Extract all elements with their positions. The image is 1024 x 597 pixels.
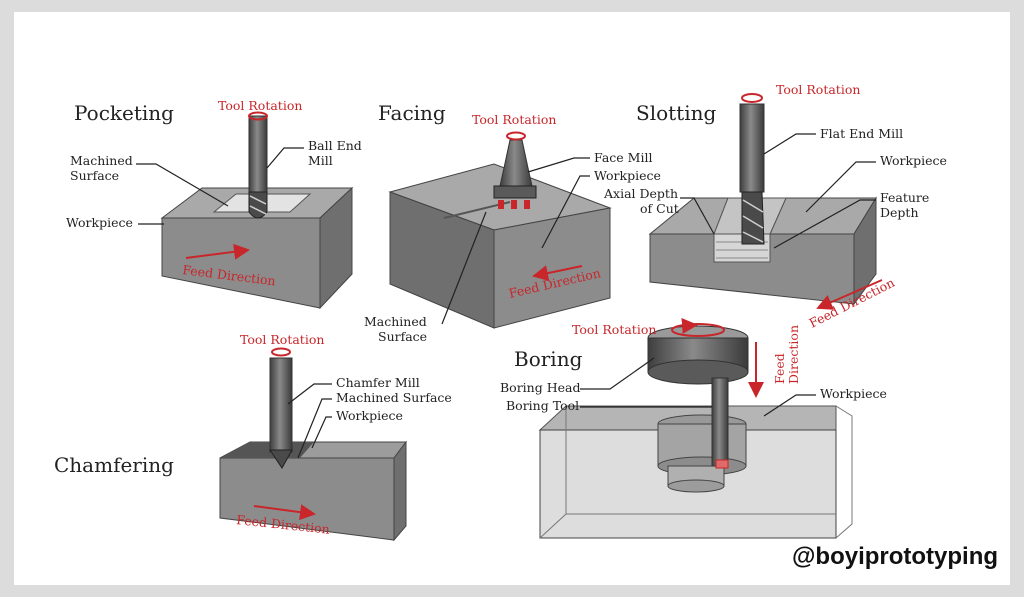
slotting-block-side <box>853 196 877 306</box>
face-mill-tool <box>499 139 533 187</box>
boring-tool-rotation-label: Tool Rotation <box>572 322 656 337</box>
axial-depth-label-1: Axial Depth <box>603 186 678 201</box>
ball-end-mill-label-2: Mill <box>308 153 333 168</box>
boring-tool-label: Boring Tool <box>506 398 579 413</box>
flat-end-mill-label: Flat End Mill <box>820 126 903 141</box>
facing-section: Facing Tool Rotation Face Mill Workpiece… <box>364 101 661 344</box>
pocketing-tool-rotation-label: Tool Rotation <box>218 98 302 113</box>
slotting-feed-arrow <box>816 279 883 310</box>
slotting-section: Slotting Tool Rotation Flat End Mill Wor… <box>603 82 947 331</box>
boring-feed-label-2: Direction <box>786 325 801 384</box>
facing-feed-arrow <box>532 265 583 281</box>
chamfering-block-side <box>393 440 407 542</box>
milling-operations-diagram: Pocketing Tool Rotation Ball End Mill Ma… <box>54 82 998 570</box>
chamfering-title: Chamfering <box>54 453 174 477</box>
boring-title: Boring <box>514 347 583 371</box>
facing-machined-surface-label-1: Machined <box>364 314 427 329</box>
slotting-rotation-icon <box>741 93 763 103</box>
slotting-title: Slotting <box>636 101 716 125</box>
watermark-text: @boyiprototyping <box>792 543 998 570</box>
boring-feed-label-1: Feed <box>772 353 787 384</box>
pocketing-title: Pocketing <box>74 101 174 125</box>
slotting-workpiece-label: Workpiece <box>880 153 947 168</box>
boring-section: Boring Tool Rotation Feed Direction Bori… <box>500 318 887 539</box>
pocketing-rotation-icon <box>248 111 268 121</box>
ball-end-mill-flutes <box>248 191 268 219</box>
machined-surface-label-1: Machined <box>70 153 133 168</box>
axial-depth-label-2: of Cut <box>640 201 679 216</box>
feature-depth-label-1: Feature <box>880 190 929 205</box>
facing-block-front <box>493 207 611 329</box>
facing-workpiece-label: Workpiece <box>594 168 661 183</box>
facing-title: Facing <box>378 101 446 125</box>
chamfering-machined-surface-label: Machined Surface <box>336 390 452 405</box>
boring-head-label: Boring Head <box>500 380 580 395</box>
pocketing-workpiece-label: Workpiece <box>66 215 133 230</box>
flat-end-mill-tool <box>739 103 765 193</box>
pocketing-section: Pocketing Tool Rotation Ball End Mill Ma… <box>66 98 362 310</box>
pocketing-block-side <box>319 186 353 310</box>
boring-rotation-icon <box>671 323 725 337</box>
boring-workpiece-label: Workpiece <box>820 386 887 401</box>
ball-end-mill-tool <box>248 115 268 203</box>
chamfering-feed-arrow <box>253 504 316 521</box>
facing-tool-rotation-label: Tool Rotation <box>472 112 556 127</box>
chamfering-rotation-icon <box>271 347 291 357</box>
chamfer-mill-tool <box>269 357 293 453</box>
slotting-tool-rotation-label: Tool Rotation <box>776 82 860 97</box>
pocketing-feed-arrow <box>185 243 250 260</box>
facing-rotation-icon <box>506 131 526 141</box>
chamfering-section: Chamfering Tool Rotation Chamfer Mill Ma… <box>54 332 452 542</box>
diagram-canvas: Pocketing Tool Rotation Ball End Mill Ma… <box>14 12 1010 585</box>
machined-surface-label-2: Surface <box>70 168 119 183</box>
face-mill-label: Face Mill <box>594 150 652 165</box>
ball-end-mill-label-1: Ball End <box>308 138 362 153</box>
chamfering-workpiece-label: Workpiece <box>336 408 403 423</box>
boring-tool <box>711 377 729 467</box>
feature-depth-label-2: Depth <box>880 205 919 220</box>
chamfering-tool-rotation-label: Tool Rotation <box>240 332 324 347</box>
chamfer-mill-label: Chamfer Mill <box>336 375 420 390</box>
facing-machined-surface-label-2: Surface <box>378 329 427 344</box>
